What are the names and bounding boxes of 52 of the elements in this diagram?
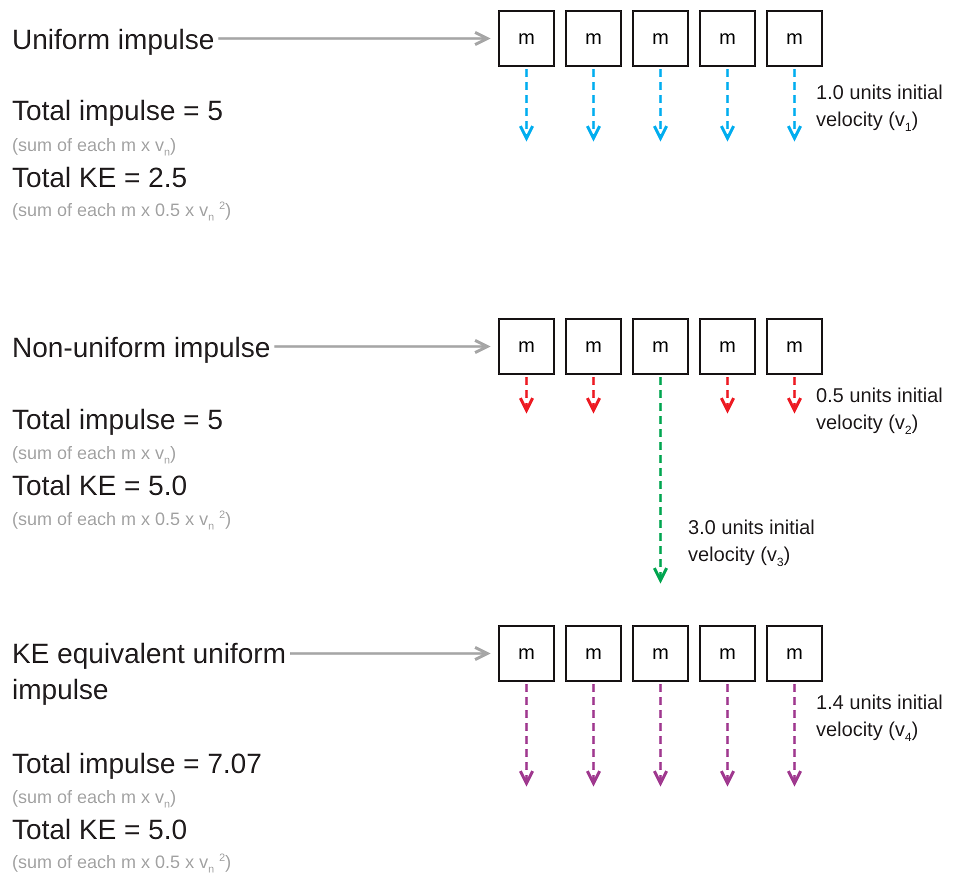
total-label: Total KE = 5.0 [12,470,188,502]
mass-box: m [565,318,622,375]
arrow [218,32,488,46]
mass-box: m [632,625,689,682]
arrow [274,340,488,354]
mass-box: m [498,625,555,682]
mass-box: m [766,625,823,682]
total-label: Total impulse = 7.07 [12,748,262,780]
dashed-arrow [654,684,668,784]
mass-box: m [766,10,823,67]
mass-box: m [632,318,689,375]
mass-box: m [699,318,756,375]
total-label: Total KE = 2.5 [12,162,188,194]
mass-box: m [565,625,622,682]
dashed-arrow [788,377,802,412]
formula-note: (sum of each m x v$_{n}$) [12,787,176,811]
dashed-arrow [520,377,534,412]
dashed-arrow [720,684,734,784]
dashed-arrow [520,684,534,784]
formula-note: (sum of each m x 0.5 x v$_{n}$ $^{2}$) [12,852,232,876]
mass-box: m [498,318,555,375]
velocity-label: 3.0 units initial velocity (v$_{3}$) [688,516,816,571]
mass-box: m [699,10,756,67]
dashed-arrow [720,377,734,412]
formula-note: (sum of each m x v$_{n}$) [12,443,176,467]
total-label: Total impulse = 5 [12,404,223,436]
mass-box: m [565,10,622,67]
mass-box: m [498,10,555,67]
arrow [290,646,488,660]
row-heading: KE equivalent uniform impulse [12,636,352,708]
dashed-arrow [788,69,802,140]
dashed-arrow [586,69,600,140]
total-label: Total KE = 5.0 [12,814,188,846]
dashed-arrow [586,377,600,412]
velocity-label: 1.4 units initial velocity (v$_{4}$) [816,691,944,746]
total-label: Total impulse = 5 [12,95,223,127]
dashed-arrow [788,684,802,784]
dashed-arrow [720,69,734,140]
formula-note: (sum of each m x 0.5 x v$_{n}$ $^{2}$) [12,200,232,224]
velocity-label: 0.5 units initial velocity (v$_{2}$) [816,384,944,439]
formula-note: (sum of each m x v$_{n}$) [12,135,176,159]
dashed-arrow [654,377,668,582]
row-heading: Uniform impulse [12,22,282,58]
dashed-arrow [586,684,600,784]
velocity-label: 1.0 units initial velocity (v$_{1}$) [816,81,944,136]
dashed-arrow [654,69,668,140]
mass-box: m [766,318,823,375]
formula-note: (sum of each m x 0.5 x v$_{n}$ $^{2}$) [12,509,232,533]
dashed-arrow [520,69,534,140]
mass-box: m [632,10,689,67]
mass-box: m [699,625,756,682]
row-heading: Non-uniform impulse [12,330,342,366]
